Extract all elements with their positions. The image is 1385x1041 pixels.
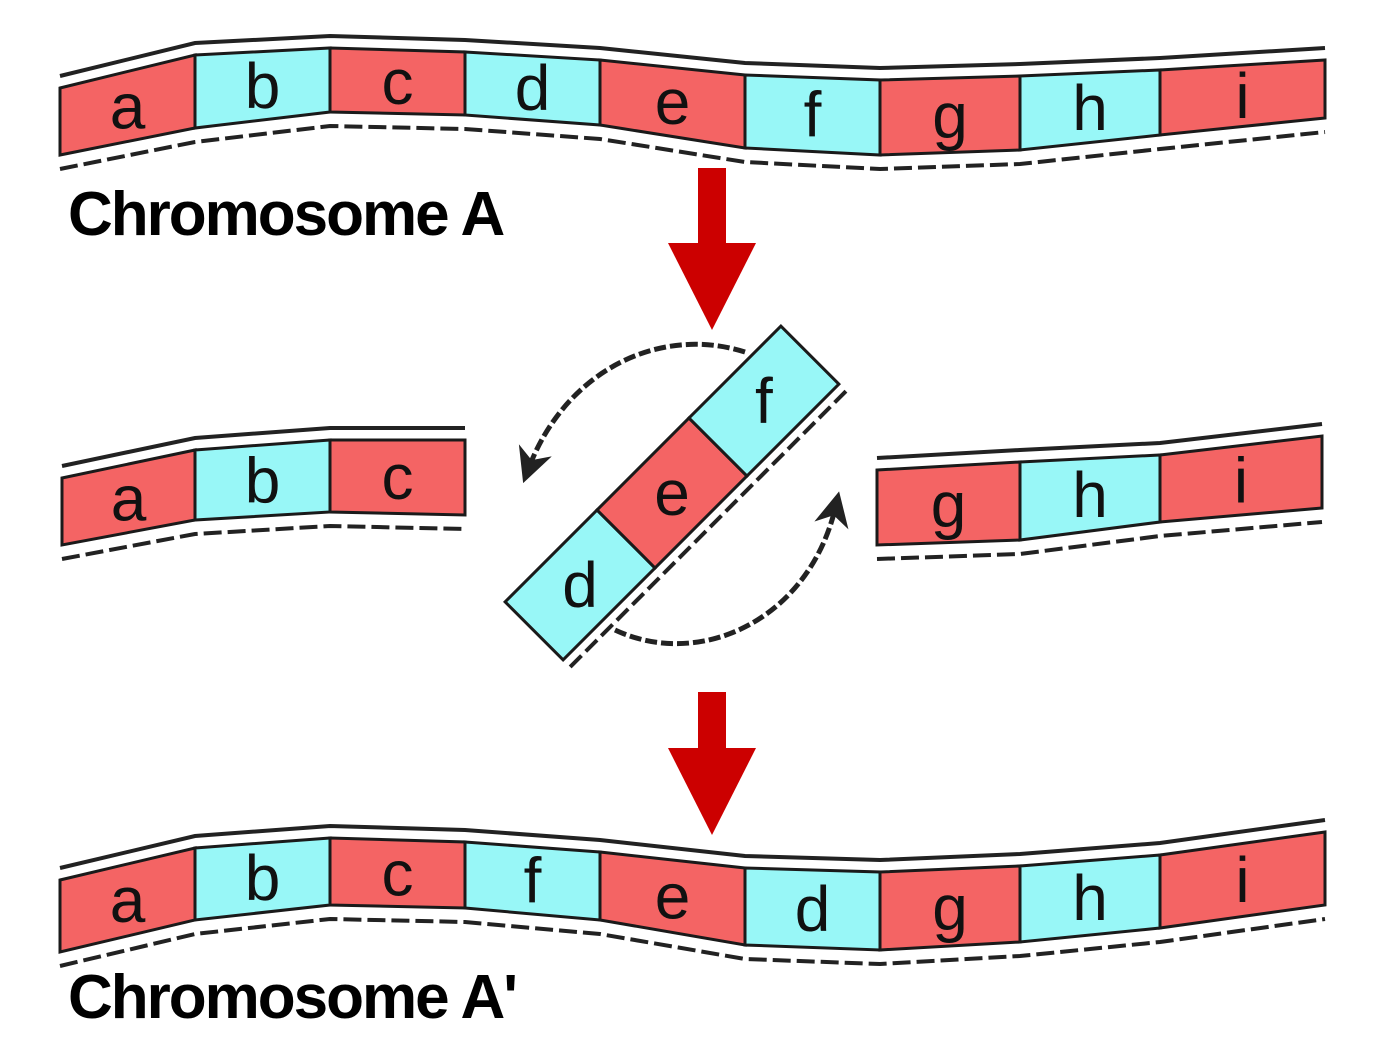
gene-label-i: i xyxy=(1234,444,1248,516)
gene-label-c: c xyxy=(382,441,414,513)
chromatid-strand xyxy=(59,123,1326,172)
gene-label-h: h xyxy=(1072,459,1108,531)
curved-rotation-arrow-icon xyxy=(518,341,746,484)
gene-label-h: h xyxy=(1072,862,1108,934)
chromosome-a-title: Chromosome A xyxy=(68,180,505,249)
gene-label-d: d xyxy=(562,549,598,621)
red-down-arrow-icon xyxy=(668,692,756,835)
left-fragment: a b c xyxy=(60,426,467,561)
curved-rotation-arrow-icon xyxy=(613,491,849,647)
gene-label-d: d xyxy=(515,52,551,124)
gene-label-e: e xyxy=(655,860,691,932)
gene-segment-i xyxy=(1158,830,1327,930)
gene-label-i: i xyxy=(1235,60,1249,132)
gene-label-b: b xyxy=(245,842,281,914)
inverted-fragment: def xyxy=(503,324,848,669)
gene-segment-f xyxy=(686,324,841,479)
gene-label-b: b xyxy=(245,50,281,122)
gene-segment-i xyxy=(1158,58,1327,137)
gene-label-g: g xyxy=(932,79,968,151)
gene-label-e: e xyxy=(655,66,691,138)
gene-label-f: f xyxy=(524,845,542,917)
chromatid-strand xyxy=(59,33,1326,78)
gene-label-f: f xyxy=(804,79,822,151)
gene-label-g: g xyxy=(932,872,968,944)
gene-label-c: c xyxy=(382,46,414,118)
gene-label-f: f xyxy=(755,365,773,437)
gene-label-e: e xyxy=(654,457,690,529)
chromatid-strand xyxy=(59,916,1326,968)
chromatid-strand xyxy=(61,523,466,561)
gene-label-c: c xyxy=(382,837,414,909)
chromatid-strand xyxy=(876,422,1323,460)
chromosome-a-prime-title: Chromosome A' xyxy=(68,963,516,1032)
gene-label-i: i xyxy=(1235,844,1249,916)
gene-label-b: b xyxy=(245,445,281,517)
gene-label-h: h xyxy=(1072,72,1108,144)
red-down-arrow-icon xyxy=(668,168,756,330)
chromatid-strand xyxy=(61,426,465,468)
chromatid-strand xyxy=(59,818,1326,870)
gene-label-d: d xyxy=(795,873,831,945)
gene-label-a: a xyxy=(110,71,146,143)
gene-segment-i xyxy=(1158,434,1324,524)
gene-label-a: a xyxy=(110,864,146,936)
chromatid-strand xyxy=(876,520,1323,561)
gene-label-a: a xyxy=(111,462,147,534)
right-fragment: g h i xyxy=(875,422,1324,561)
chromosome-a: a b c d e f g h i xyxy=(58,33,1327,172)
gene-label-g: g xyxy=(931,468,967,540)
gene-segment-c xyxy=(328,438,467,517)
